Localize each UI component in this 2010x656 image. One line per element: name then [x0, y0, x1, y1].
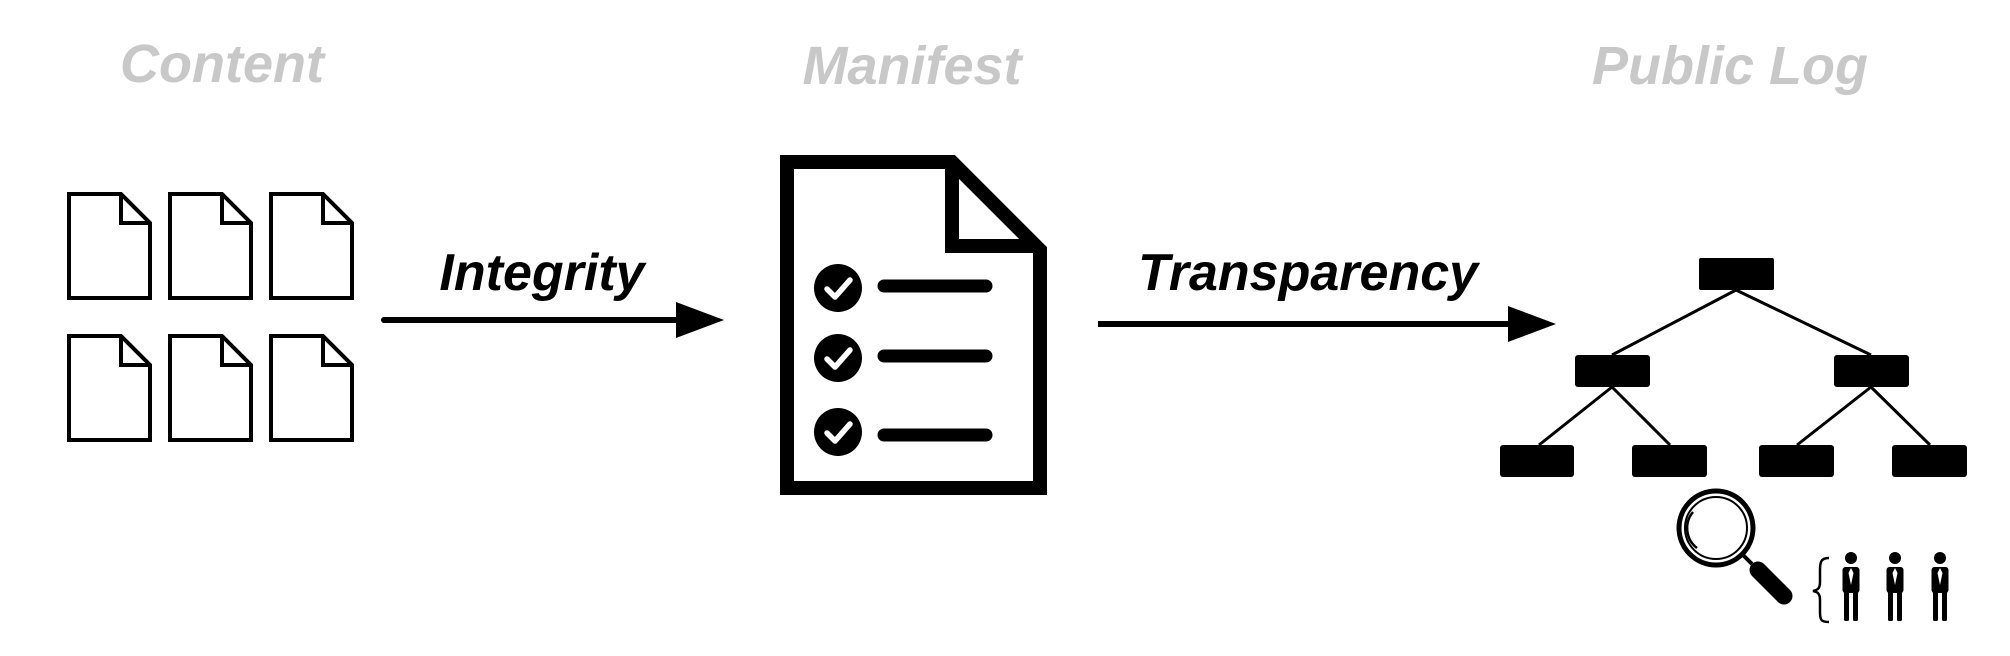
document-icon [269, 334, 354, 442]
tree-leaf-node [1500, 445, 1574, 477]
check-circle-icon [814, 334, 862, 382]
transparency-label: Transparency [1138, 244, 1481, 302]
person-icon [1931, 552, 1949, 621]
tree-root-node [1699, 258, 1774, 290]
tree-leaf-node [1759, 445, 1834, 477]
tree-leaf-node [1892, 445, 1967, 477]
document-icon [269, 192, 354, 300]
integrity-arrow [381, 302, 724, 338]
document-icon [67, 334, 152, 442]
checklist-document-icon [780, 155, 1047, 495]
auditors-group [1812, 552, 1949, 624]
tree-node [1834, 355, 1909, 387]
check-circle-icon [814, 264, 862, 312]
tree-leaf-node [1632, 445, 1707, 477]
tree-edges [1538, 288, 1932, 447]
person-icon [1842, 552, 1860, 621]
merkle-tree-icon [1500, 258, 1967, 477]
integrity-label: Integrity [439, 244, 647, 302]
person-icon [1886, 552, 1904, 621]
check-circle-icon [814, 408, 862, 456]
document-icon [168, 192, 253, 300]
heading-manifest: Manifest [802, 36, 1023, 96]
tree-node [1575, 355, 1650, 387]
heading-content: Content [120, 34, 326, 94]
magnifier-icon [1676, 488, 1793, 605]
document-icon [168, 334, 253, 442]
content-documents [67, 192, 354, 442]
heading-public-log: Public Log [1592, 36, 1868, 96]
document-icon [67, 192, 152, 300]
brace-icon [1812, 556, 1830, 624]
transparency-arrow [1098, 306, 1556, 342]
